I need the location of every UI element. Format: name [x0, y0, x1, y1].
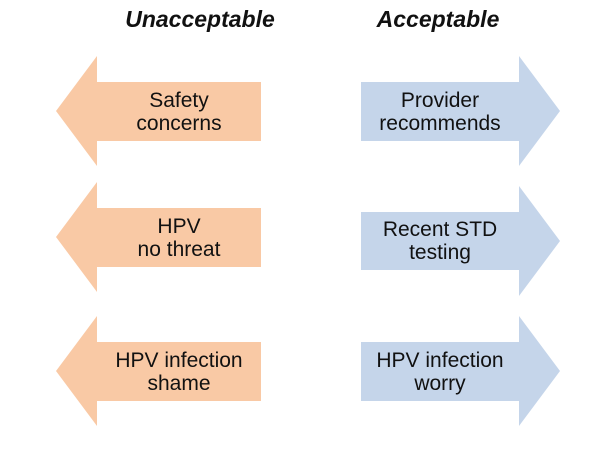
label-line: HPV infection [376, 348, 504, 372]
label-line: testing [409, 241, 471, 264]
acceptable-arrow-3 [361, 316, 560, 426]
label-line: HPV infection [115, 348, 243, 372]
label-line: Recent STD [382, 218, 498, 241]
label-line: worry [414, 371, 466, 395]
unacceptable-arrow-1 [56, 56, 261, 166]
label-line: Provider [400, 88, 480, 112]
label-line: concerns [136, 111, 222, 135]
unacceptable-heading: Unacceptable [125, 6, 275, 32]
label-line: recommends [379, 111, 501, 135]
label-line: shame [147, 371, 211, 395]
label-line: HPV [157, 214, 201, 238]
acceptable-heading: Acceptable [376, 6, 500, 32]
acceptable-arrow-1 [361, 56, 560, 166]
acceptable-arrow-2 [361, 186, 560, 296]
label-line: Safety [149, 88, 209, 112]
unacceptable-arrow-3 [56, 316, 261, 426]
unacceptable-arrow-2 [56, 182, 261, 292]
label-line: no threat [137, 237, 221, 261]
